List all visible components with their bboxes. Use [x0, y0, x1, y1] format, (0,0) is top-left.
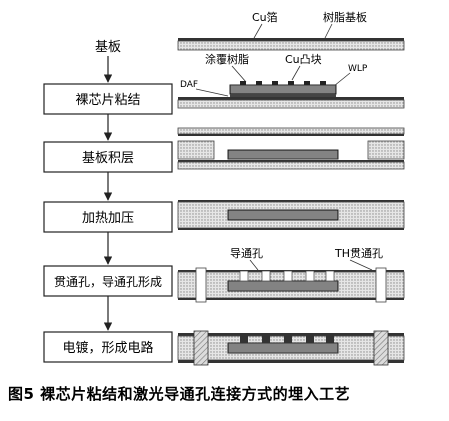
- leader-line: [349, 259, 373, 271]
- flow-start-label: 基板: [95, 40, 121, 55]
- flowchart: 基板 裸芯片粘结 基板积层 加热加压 贯通孔，导通孔形成 电镀，形成电路: [43, 40, 173, 363]
- callout-th-via: TH贯通孔: [334, 247, 383, 260]
- leader-line: [333, 72, 351, 87]
- flow-step-label: 裸芯片粘结: [75, 93, 140, 108]
- section-heat-press: [177, 200, 405, 230]
- cu-bumps: [240, 81, 326, 85]
- flow-step-label: 电镀，形成电路: [62, 340, 153, 356]
- callout-cover-resin: 涂覆树脂: [205, 52, 249, 66]
- section-substrate: Cu箔 树脂基板: [177, 10, 405, 51]
- callout-resin-substrate: 树脂基板: [323, 10, 367, 24]
- daf-layer: [230, 94, 336, 97]
- leader-line: [231, 65, 247, 83]
- callout-cu-bump: Cu凸块: [285, 53, 322, 66]
- flow-step-stack-up: 基板积层: [43, 141, 173, 173]
- cu-foil-layer: [178, 97, 404, 100]
- section-plating: [177, 330, 405, 366]
- wlp-chip: [229, 84, 337, 95]
- resin-substrate-layer: [177, 40, 405, 51]
- section-via-forming: 导通孔 TH贯通孔: [177, 247, 405, 303]
- leader-line: [195, 88, 229, 97]
- flow-step-via-forming: 贯通孔，导通孔形成: [43, 265, 173, 297]
- figure-caption: 图5 裸芯片粘结和激光导通孔连接方式的埋入工艺: [8, 385, 351, 403]
- leader-line: [291, 65, 301, 81]
- callout-cu-foil: Cu箔: [252, 10, 278, 24]
- leader-line: [249, 259, 259, 271]
- cu-foil-layer: [178, 38, 404, 41]
- flow-step-label: 贯通孔，导通孔形成: [54, 275, 162, 289]
- section-die-attach: 涂覆树脂 Cu凸块 WLP DAF: [177, 52, 405, 109]
- callout-daf: DAF: [180, 80, 198, 90]
- flow-step-plating: 电镀，形成电路: [43, 331, 173, 363]
- flow-step-die-attach: 裸芯片粘结: [43, 83, 173, 115]
- leader-line: [323, 23, 333, 41]
- flow-step-heat-press: 加热加压: [43, 201, 173, 233]
- resin-substrate-layer: [177, 99, 405, 109]
- section-stack-up: [177, 127, 405, 170]
- flow-step-label: 基板积层: [82, 151, 134, 166]
- leader-line: [253, 23, 263, 39]
- callout-wlp: WLP: [348, 64, 368, 74]
- flow-step-label: 加热加压: [82, 211, 134, 226]
- callout-via: 导通孔: [230, 247, 263, 260]
